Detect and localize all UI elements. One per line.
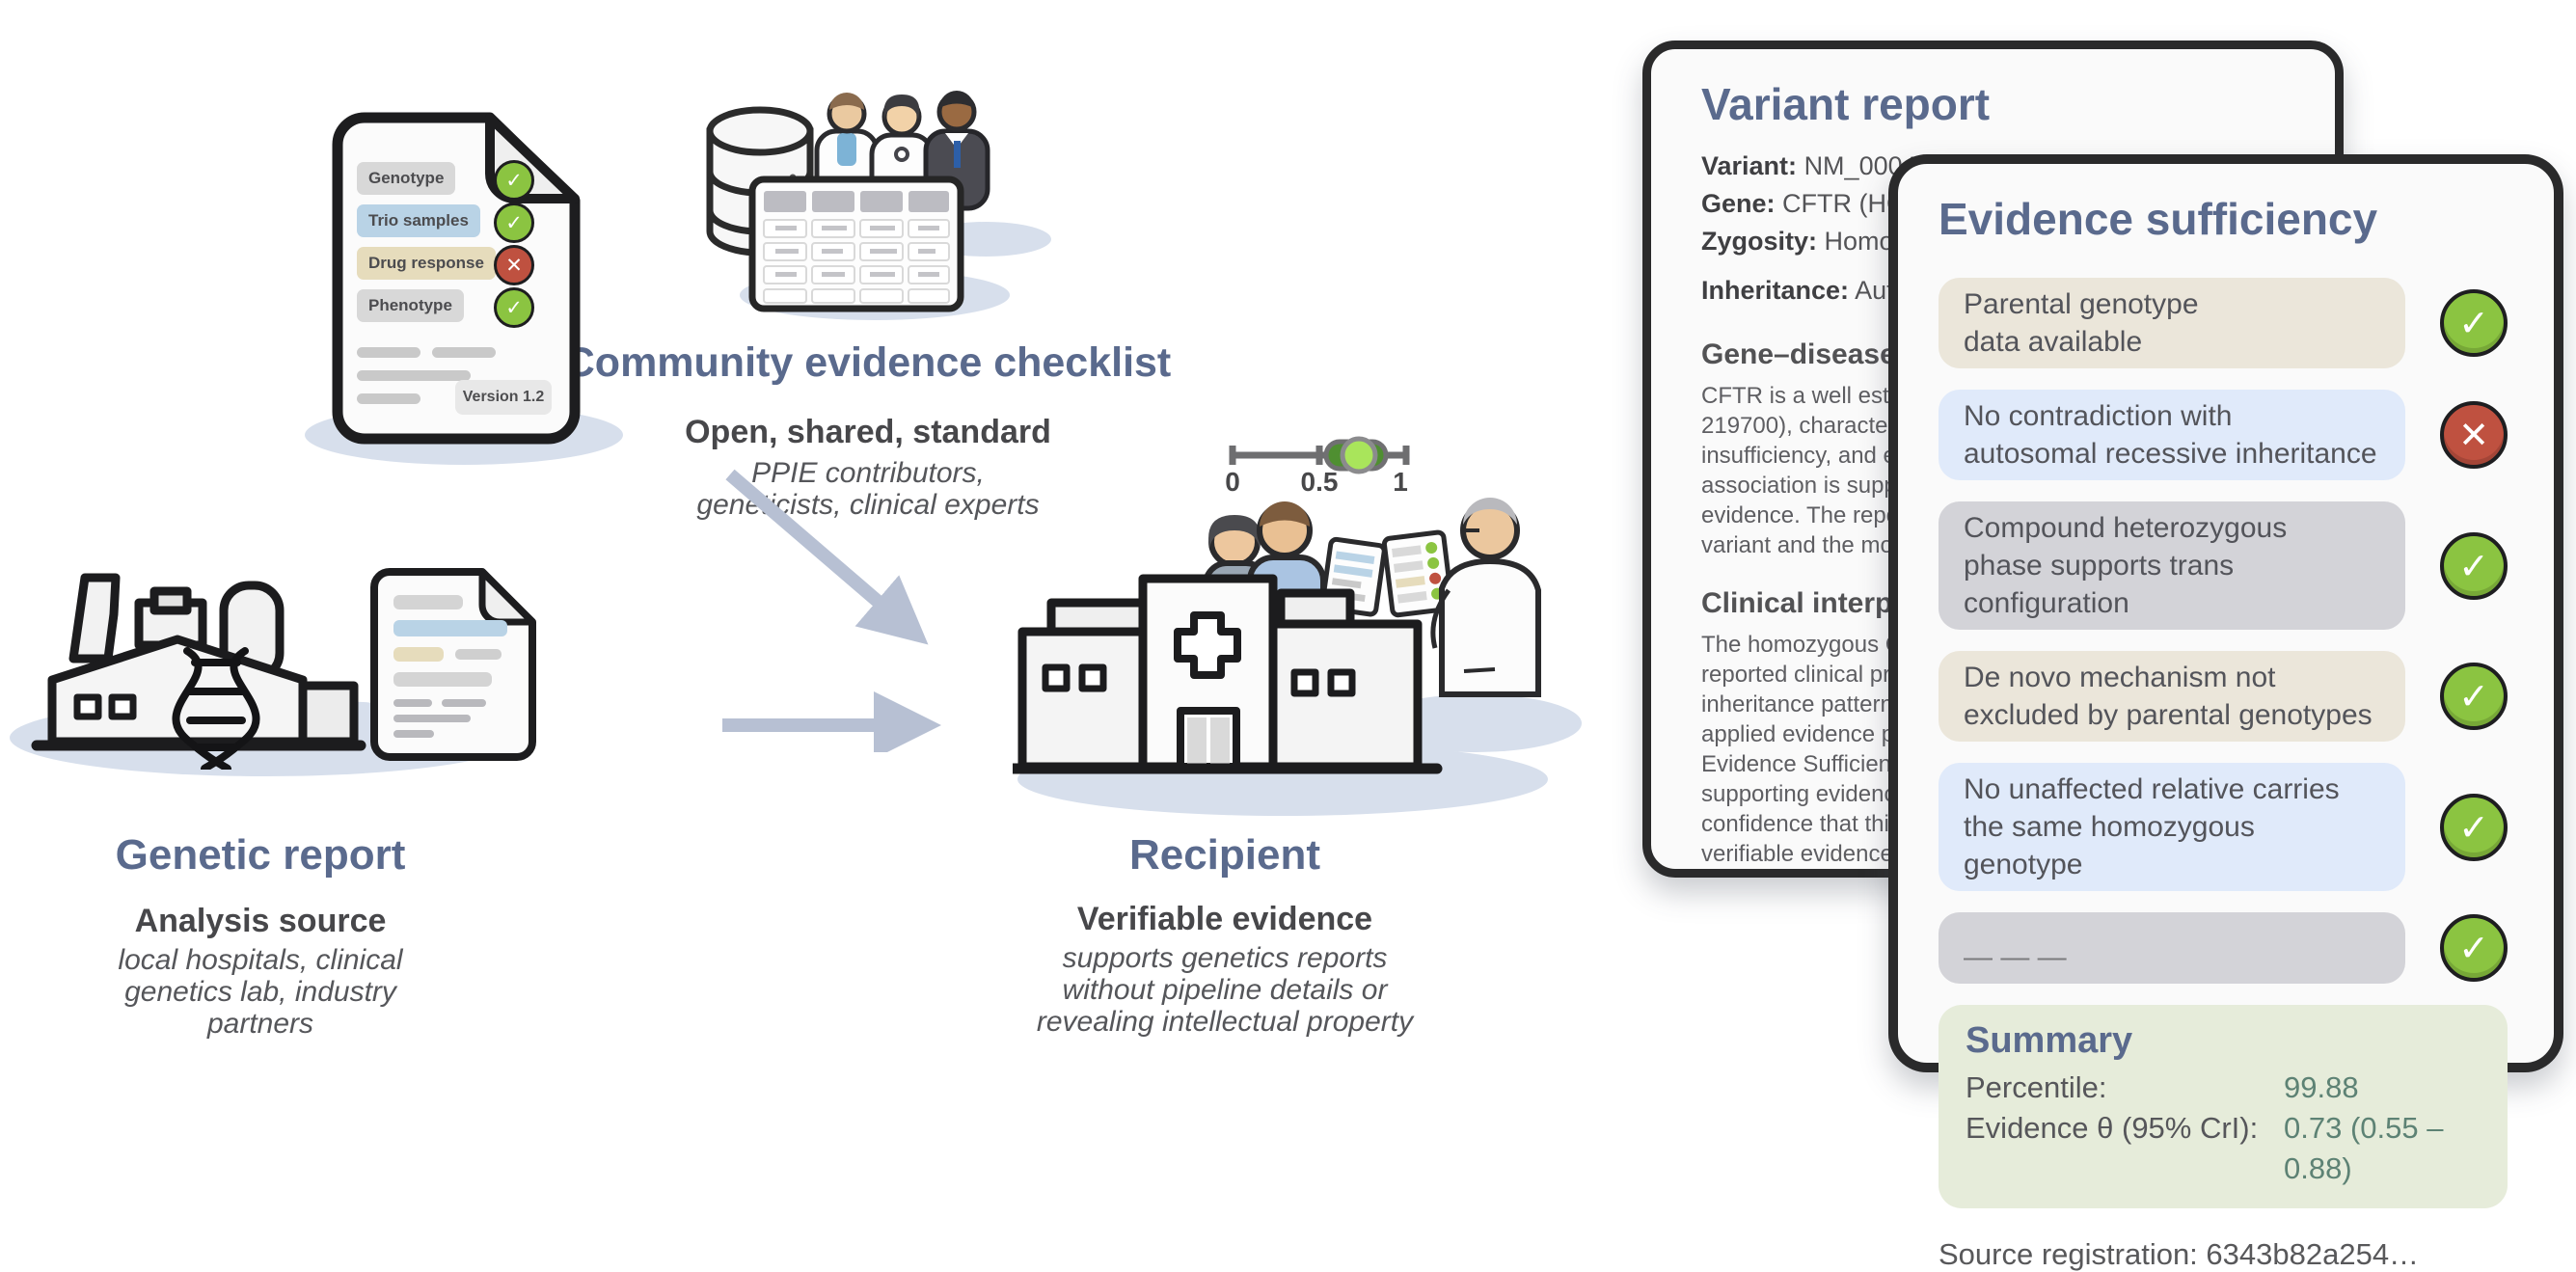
evidence-title: Evidence sufficiency [1939,194,2378,244]
summary-row-percentile: Percentile: 99.88 [1966,1068,2481,1108]
scale-tick-05: 0.5 [1300,467,1339,497]
genetic-report-detail-line: local hospitals, clinical [118,944,403,976]
summary-box: Summary Percentile: 99.88 Evidence θ (95… [1939,1005,2508,1208]
check-icon: ✓ [494,287,534,328]
genetic-report-title: Genetic report [115,831,406,879]
checklist-item-label: Genotype [357,162,456,195]
scale-tick-1: 1 [1393,467,1408,497]
placeholder-line [357,347,420,358]
dna-icon [172,647,260,770]
check-icon: ✓ [494,160,534,201]
recipient-title: Recipient [1128,831,1321,879]
placeholder-line [357,393,420,404]
report-document-icon [370,568,536,761]
recipient-subtitle: Verifiable evidence [1076,901,1373,937]
evidence-item-line: — — — [1964,941,2067,973]
evidence-item-line: phase supports trans configuration [1964,550,2235,619]
evidence-item: Parental genotype data available [1939,278,2405,368]
genetic-report-detail-line: genetics lab, industry [124,976,396,1008]
recipient-scene-icon [1013,436,1582,816]
check-icon: ✓ [2440,914,2508,982]
evidence-item-row: No contradiction with autosomal recessiv… [1939,390,2508,480]
checklist-item-label: Trio samples [357,204,480,237]
evidence-item-line: No unaffected relative carries [1964,773,2340,805]
evidence-item-row: De novo mechanism not excluded by parent… [1939,651,2508,742]
evidence-item-line: No contradiction with [1964,400,2233,432]
community-title: Community evidence checklist [564,339,1172,386]
evidence-item-line: the same homozygous genotype [1964,811,2255,880]
check-icon: ✓ [2440,793,2508,861]
summary-value: 99.88 [2284,1070,2359,1104]
doctor-icon [1430,498,1541,697]
database-experts-table-icon [706,91,1051,320]
variant-report-title: Variant report [1701,79,1991,129]
field-label: Gene: [1701,189,1776,218]
genetic-report-subtitle: Analysis source [134,903,387,939]
checklist-item-label: Drug response [357,247,496,280]
summary-title: Summary [1966,1020,2133,1061]
evidence-item: Compound heterozygous phase supports tra… [1939,501,2405,630]
evidence-item-placeholder: — — — [1939,912,2405,984]
evidence-item-row: Parental genotype data available ✓ [1939,278,2508,368]
scale-tick-0: 0 [1225,467,1240,497]
checklist-item-genotype: Genotype [357,162,456,195]
evidence-item-row: Compound heterozygous phase supports tra… [1939,501,2508,630]
check-icon: ✓ [2440,663,2508,730]
checklist-to-recipient-arrow-icon [725,469,929,645]
recipient-detail-line: without pipeline details or [1062,974,1388,1006]
genetic-report-icon [31,568,536,770]
point-estimate-marker [1340,436,1378,474]
recipient-detail-line: supports genetics reports [1062,942,1388,974]
evidence-item-row: — — — ✓ [1939,912,2508,984]
checklist-paper-icon [1381,529,1454,618]
community-subtitle: Open, shared, standard [685,414,1051,450]
recipient-detail-line: revealing intellectual property [1036,1006,1414,1038]
evidence-item: De novo mechanism not excluded by parent… [1939,651,2405,742]
source-registration: Source registration: 6343b82a254… [1939,1237,2420,1271]
check-icon: ✓ [494,203,534,243]
evidence-item-row: No unaffected relative carries the same … [1939,763,2508,891]
evidence-item-line: excluded by parental genotypes [1964,699,2373,731]
summary-value: 0.73 (0.55 – 0.88) [2284,1111,2444,1185]
community-checklist-document-icon: Genotype ✓ Trio samples ✓ Drug response … [332,112,581,445]
check-icon: ✓ [2440,289,2508,357]
field-label: Variant: [1701,151,1798,180]
flow-arrows [722,469,941,752]
check-icon: ✓ [2440,531,2508,600]
checklist-item-drug-response: Drug response [357,247,496,280]
credible-interval-scale [1229,436,1410,474]
community-text-block: Community evidence checklist Open, share… [521,339,1215,521]
genetic-report-text-block: Genetic report Analysis source local hos… [39,831,482,1040]
checklist-item-trio-samples: Trio samples [357,204,480,237]
evidence-table-icon [748,176,964,312]
field-label: Inheritance: [1701,276,1850,305]
summary-label: Evidence θ (95% CrI): [1966,1111,2259,1145]
evidence-item-line: Parental genotype [1964,288,2199,320]
summary-label: Percentile: [1966,1070,2107,1104]
doctor-shadow [1369,694,1582,752]
evidence-item-line: data available [1964,326,2143,358]
recipient-text-block: Recipient Verifiable evidence supports g… [984,831,1466,1038]
evidence-sufficiency-card: Evidence sufficiency Parental genotype d… [1888,154,2563,1271]
evidence-item-line: De novo mechanism not [1964,662,2276,693]
summary-row-evidence-theta: Evidence θ (95% CrI): 0.73 (0.55 – 0.88) [1966,1108,2481,1189]
hospital-icon [1013,574,1443,774]
cross-icon: ✕ [2440,401,2508,469]
cross-icon: ✕ [494,245,534,285]
placeholder-line [432,347,496,358]
checklist-item-label: Phenotype [357,289,464,322]
placeholder-line [357,370,471,381]
checklist-item-phenotype: Phenotype [357,289,464,322]
evidence-item-line: autosomal recessive inheritance [1964,438,2377,470]
genetic-report-detail-line: partners [206,1008,314,1040]
community-detail-line: PPIE contributors, [751,457,985,489]
evidence-item-line: Compound heterozygous [1964,512,2288,544]
version-badge: Version 1.2 [455,380,552,415]
field-label: Zygosity: [1701,227,1818,256]
evidence-item: No contradiction with autosomal recessiv… [1939,390,2405,480]
evidence-item: No unaffected relative carries the same … [1939,763,2405,891]
